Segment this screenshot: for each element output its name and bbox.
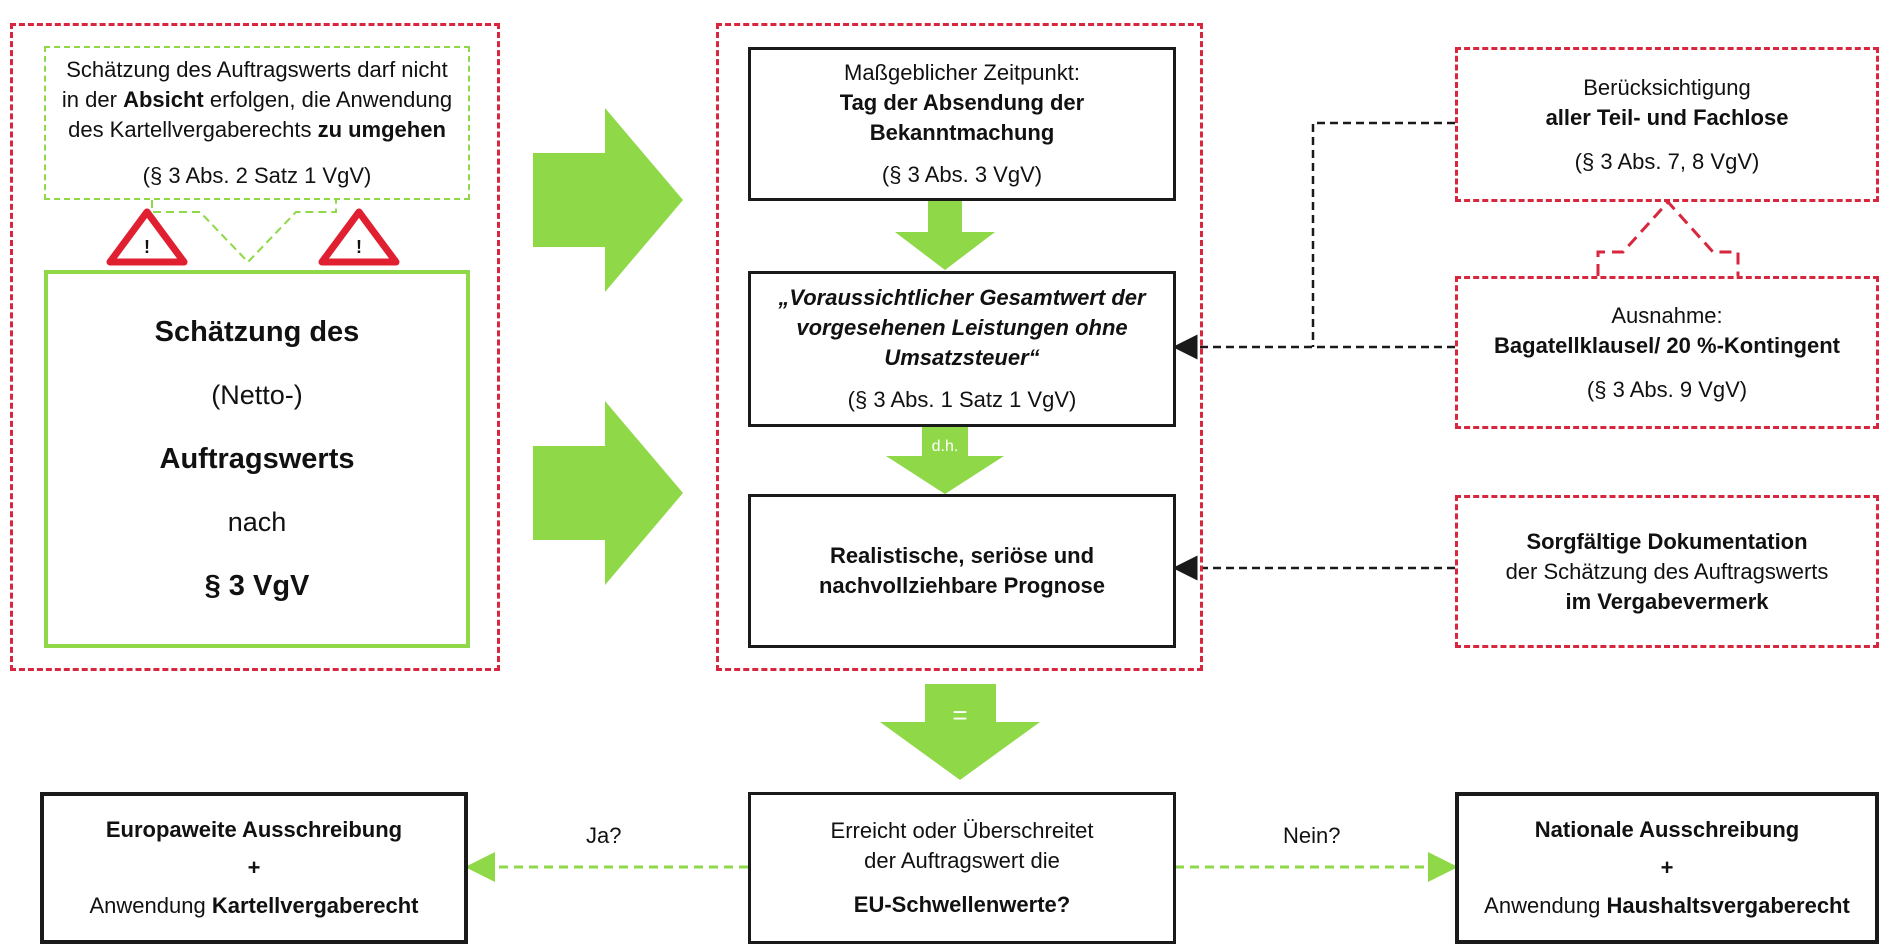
down-arrow-1 [895,200,995,270]
forecast-line1: Realistische, seriöse und [829,543,1095,568]
exception-callout-connector [1596,199,1740,276]
warning-mark-right: ! [356,237,362,257]
dh-label: d.h. [931,438,959,455]
warning-triangle-left: ! [106,208,188,266]
main-estimation-box: Schätzung des (Netto-) Auftragswerts nac… [44,270,470,648]
lots-ref: (§ 3 Abs. 7, 8 VgV) [1574,148,1760,174]
time-bold1: Tag der Absendung der [839,90,1085,115]
doc-line2: der Schätzung des Auftragswerts [1505,558,1829,584]
eu-line3-bold: Kartellvergaberecht [211,893,419,918]
eu-line3-pre: Anwendung [89,893,212,918]
exception-box: Ausnahme: Bagatellklausel/ 20 %-Kontinge… [1455,276,1879,429]
threshold-line1: Erreicht oder Überschreitet [830,818,1094,843]
no-label: Nein? [1283,823,1341,848]
national-line3: Anwendung Haushaltsvergaberecht [1484,891,1850,921]
left-note-line3-bold: zu umgehen [317,117,446,142]
forecast-box: Realistische, seriöse und nachvollziehba… [748,494,1176,648]
national-line3-pre: Anwendung [1484,893,1607,918]
value-line3: Umsatzsteuer“ [884,345,1040,370]
left-note-line2-post: erfolgen, die Anwendung [203,87,453,112]
warning-mark-left: ! [144,237,150,257]
left-note-line3: des Kartellvergaberechts zu umgehen [68,115,446,145]
main-line3: Auftragswerts [159,442,355,475]
threshold-line2: der Auftragswert die [864,848,1060,873]
equals-label: = [952,700,968,730]
national-bold1: Nationale Ausschreibung [1534,817,1800,842]
time-box: Maßgeblicher Zeitpunkt: Tag der Absendun… [748,47,1176,201]
threshold-bold: EU-Schwellenwerte? [853,892,1071,917]
main-line5: § 3 VgV [204,569,310,602]
left-note-line1: Schätzung des Auftragswerts darf nicht [66,57,448,82]
main-line1: Schätzung des [154,315,360,348]
threshold-box: Erreicht oder Überschreitet der Auftrags… [748,792,1176,944]
national-line3-bold: Haushaltsvergaberecht [1606,893,1850,918]
documentation-box: Sorgfältige Dokumentation der Schätzung … [1455,495,1879,648]
lots-connector-line [1311,121,1455,347]
time-ref: (§ 3 Abs. 3 VgV) [881,162,1043,187]
lots-bold: aller Teil- und Fachlose [1545,104,1789,130]
left-note-line2-pre: in der [61,87,124,112]
left-note-box: Schätzung des Auftragswerts darf nicht i… [44,46,470,200]
warning-triangle-right: ! [318,208,400,266]
left-note-ref: (§ 3 Abs. 2 Satz 1 VgV) [142,163,372,188]
value-box: „Voraussichtlicher Gesamtwert der vorges… [748,271,1176,427]
doc-bold1: Sorgfältige Dokumentation [1526,528,1808,554]
left-note-line2: in der Absicht erfolgen, die Anwendung [62,85,452,115]
value-ref: (§ 3 Abs. 1 Satz 1 VgV) [847,387,1077,412]
value-line2: vorgesehenen Leistungen ohne [796,315,1128,340]
doc-bold3: im Vergabevermerk [1565,588,1769,614]
yes-label: Ja? [586,823,622,848]
exception-ref: (§ 3 Abs. 9 VgV) [1586,376,1748,402]
eu-tender-box: Europaweite Ausschreibung + Anwendung Ka… [40,792,468,944]
left-note-line3-pre: des Kartellvergaberechts [68,117,318,142]
national-tender-box: Nationale Ausschreibung + Anwendung Haus… [1455,792,1879,944]
exception-line1: Ausnahme: [1611,302,1723,328]
main-line4: nach [227,507,287,537]
lots-box: Berücksichtigung aller Teil- und Fachlos… [1455,47,1879,202]
lots-line1: Berücksichtigung [1583,74,1751,100]
national-plus: + [1660,855,1674,880]
exception-bold: Bagatellklausel/ 20 %-Kontingent [1494,332,1840,358]
main-line2: (Netto-) [211,380,303,410]
eu-bold1: Europaweite Ausschreibung [105,817,403,842]
time-bold2: Bekanntmachung [869,120,1055,145]
note-callout-connector [151,200,337,264]
eu-line3: Anwendung Kartellvergaberecht [90,891,419,921]
eu-plus: + [247,855,261,880]
time-label: Maßgeblicher Zeitpunkt: [844,60,1080,85]
down-arrow-2 [886,427,1004,494]
left-group-frame [10,23,500,671]
value-line1: „Voraussichtlicher Gesamtwert der [778,285,1146,310]
big-arrow-upper [533,108,683,292]
left-note-line2-bold: Absicht [123,87,204,112]
down-arrow-3 [880,684,1040,780]
forecast-line2: nachvollziehbare Prognose [818,573,1106,598]
big-arrow-lower [533,401,683,585]
center-group-frame [716,23,1203,671]
